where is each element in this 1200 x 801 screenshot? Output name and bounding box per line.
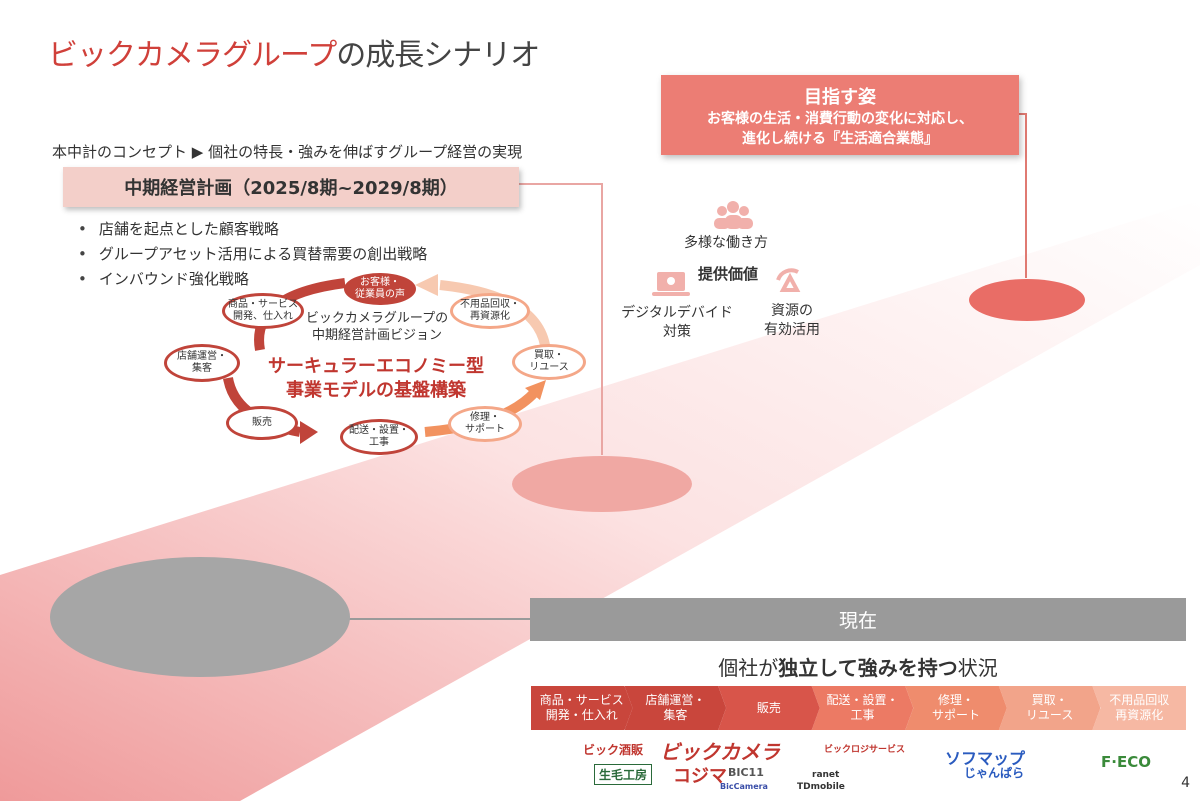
goal-title: 目指す姿 (804, 87, 876, 108)
cycle-node-delivery-line2: 工事 (369, 437, 389, 448)
value-chain-item: 不用品回収再資源化 (1092, 686, 1186, 730)
strategy-item: インバウンド強化戦略 (78, 267, 427, 292)
page-title-rest: の成長シナリオ (336, 38, 540, 73)
value-resource-line1: 資源の (771, 303, 813, 319)
value-work-style: 多様な働き方 (684, 235, 768, 251)
value-chain-line1: 店舗運営・ (645, 693, 706, 707)
value-chain-line2: 再資源化 (1115, 708, 1164, 722)
logo-biccamera-en: BicCamera (720, 782, 768, 791)
cycle-node-buyback-line2: リユース (529, 362, 569, 373)
cycle-vision-line1: ビックカメラグループの (305, 311, 449, 326)
goal-desc-line2: 進化し続ける『生活適合業態』 (742, 131, 938, 147)
strategy-item: グループアセット活用による買替需要の創出戦略 (78, 242, 427, 267)
cycle-node-recycle: 不用品回収・ 再資源化 (450, 293, 530, 329)
logo-bic11: BIC11 (728, 766, 764, 779)
value-chain-item: 商品・サービス開発・仕入れ (531, 686, 633, 730)
cycle-node-delivery: 配送・設置・ 工事 (340, 419, 418, 455)
now-bar: 現在 (530, 598, 1186, 641)
cycle-node-sales: 販売 (226, 406, 298, 440)
value-chain-item: 修理・サポート (905, 686, 1007, 730)
cycle-model: サーキュラーエコノミー型 事業モデルの基盤構築 (260, 355, 492, 403)
cycle-node-recycle-line2: 再資源化 (470, 311, 510, 322)
logo-tdmobile: TDmobile (797, 782, 845, 792)
value-chain-line2: サポート (932, 708, 981, 722)
cycle-node-voice-line1: お客様・ (360, 277, 400, 288)
laptop-gear-icon (652, 272, 690, 296)
now-caption-bold: 独立して強みを持つ (778, 656, 958, 680)
recycle-icon (776, 268, 801, 292)
value-chain-line1: 配送・設置・ (826, 693, 899, 707)
now-milestone-ellipse (50, 557, 350, 677)
goal-box: 目指す姿 お客様の生活・消費行動の変化に対応し、 進化し続ける『生活適合業態』 (661, 75, 1019, 155)
value-digital-line2: 対策 (663, 324, 691, 340)
value-chain-item: 店舗運営・集客 (625, 686, 727, 730)
value-chain-item: 買取・リユース (999, 686, 1101, 730)
cycle-node-product: 商品・サービス 開発、仕入れ (222, 293, 304, 329)
logo-biccamera: ビックカメラ (660, 740, 780, 764)
now-caption: 個社が独立して強みを持つ状況 (530, 652, 1186, 681)
cycle-node-store-line1: 店舗運営・ (177, 351, 227, 362)
value-resource: 資源の 有効活用 (752, 302, 832, 340)
value-digital-line1: デジタルデバイド (621, 305, 733, 321)
logo-janpara: じゃんぱら (964, 766, 1025, 780)
cycle-node-repair-line2: サポート (465, 424, 505, 435)
logo-biccamera-sake: ビック酒販 (583, 743, 644, 757)
goal-connector-line (1019, 113, 1027, 278)
now-caption-post: 状況 (957, 656, 998, 680)
logo-ikiiki-koubou: 生毛工房 (594, 764, 653, 785)
now-caption-pre: 個社が (718, 656, 779, 680)
cycle-node-recycle-line1: 不用品回収・ (460, 299, 520, 310)
cycle-node-product-line2: 開発、仕入れ (233, 311, 293, 322)
goal-desc-line1: お客様の生活・消費行動の変化に対応し、 (707, 111, 973, 127)
value-chain-line2: 開発・仕入れ (545, 708, 618, 722)
value-chain-line2: 集客 (663, 708, 688, 722)
value-resource-line2: 有効活用 (764, 322, 820, 338)
cycle-arrowhead-sales (300, 421, 318, 444)
people-icon (714, 201, 753, 229)
value-chain-line1: 修理・ (938, 693, 975, 707)
cycle-node-buyback: 買取・ リユース (512, 344, 586, 380)
value-digital-divide: デジタルデバイド 対策 (618, 304, 736, 342)
value-chain-line2: 工事 (850, 708, 875, 722)
cycle-model-line2: 事業モデルの基盤構築 (286, 380, 466, 401)
logo-bic-service: ビックロジサービス (824, 745, 906, 755)
cycle-node-sales-line1: 販売 (252, 417, 272, 428)
cycle-vision-line2: 中期経営計画ビジョン (311, 328, 442, 343)
value-chain-line1: 販売 (756, 700, 781, 715)
page-title: ビックカメラグループの成長シナリオ (48, 30, 540, 74)
cycle-model-line1: サーキュラーエコノミー型 (268, 356, 484, 377)
cycle-node-product-line1: 商品・サービス (228, 299, 298, 310)
cycle-vision: ビックカメラグループの 中期経営計画ビジョン (286, 310, 468, 344)
concept-line: 本中計のコンセプト ▶ 個社の特長・強みを伸ばすグループ経営の実現 (52, 143, 523, 161)
value-title: 提供価値 (698, 265, 759, 283)
cycle-node-store-line2: 集客 (192, 363, 212, 374)
logo-feco: F·ECO (1101, 753, 1151, 771)
strategy-item: 店舗を起点とした顧客戦略 (78, 217, 427, 242)
value-chain-line1: 不用品回収 (1109, 693, 1170, 707)
logo-kojima: コジマ (673, 766, 727, 787)
value-chain-line2: リユース (1025, 708, 1074, 722)
cycle-arrowhead-repair (525, 380, 546, 400)
cycle-node-voice-line2: 従業員の声 (355, 289, 405, 300)
value-chain-line1: 買取・ (1031, 693, 1068, 707)
value-chain-item: 販売 (718, 686, 820, 730)
logo-ranet: ranet (812, 770, 840, 780)
cycle-node-repair: 修理・ サポート (448, 406, 522, 442)
midterm-plan-box: 中期経営計画（2025/8期~2029/8期） (63, 167, 519, 207)
plan-milestone-ellipse (512, 456, 692, 512)
cycle-node-store: 店舗運営・ 集客 (164, 344, 240, 382)
value-chain-line1: 商品・サービス (539, 693, 624, 707)
logo-sofmap: ソフマップ (945, 749, 1026, 768)
value-chain-item: 配送・設置・工事 (812, 686, 914, 730)
goal-milestone-ellipse (969, 279, 1085, 321)
cycle-node-buyback-line1: 買取・ (534, 350, 564, 361)
page-number: 4 (1181, 775, 1190, 791)
strategy-list: 店舗を起点とした顧客戦略 グループアセット活用による買替需要の創出戦略 インバウ… (78, 217, 427, 292)
plan-connector-line (519, 183, 603, 455)
page-title-highlight: ビックカメラグループ (48, 38, 337, 73)
cycle-node-voice: お客様・ 従業員の声 (344, 273, 416, 305)
cycle-node-repair-line1: 修理・ (470, 412, 500, 423)
cycle-node-delivery-line1: 配送・設置・ (349, 425, 409, 436)
